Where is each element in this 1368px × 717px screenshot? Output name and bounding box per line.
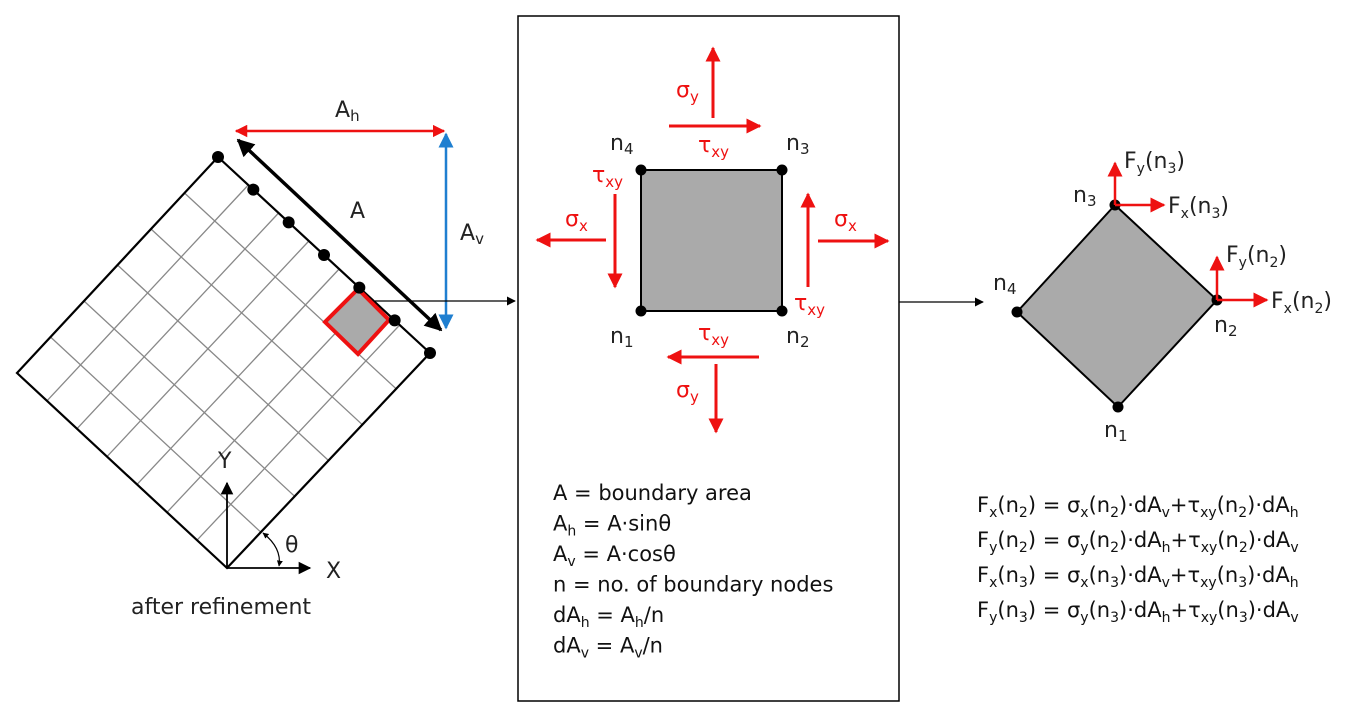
tau-right-label: τxy — [794, 291, 825, 319]
rot-node-n4 — [1011, 306, 1023, 318]
theta-angle-arc — [262, 532, 283, 567]
force-label-fx-n2: Fx​(n2​) — [1271, 289, 1332, 317]
mesh-grid-line — [136, 268, 340, 485]
rot-node-label-n2: n2 — [1214, 313, 1238, 340]
node-n4 — [635, 164, 647, 176]
boundary-node — [318, 249, 330, 261]
node-label-n3: n3 — [786, 131, 810, 158]
highlighted-element — [322, 286, 392, 357]
rot-node-n1 — [1112, 401, 1124, 413]
definition-line: A = boundary area — [553, 481, 752, 505]
mesh-grid-line — [196, 324, 401, 541]
tau-top-label: τxy — [698, 133, 729, 161]
label-Ah: Ah — [335, 98, 360, 125]
tau-bottom-label: τxy — [698, 321, 729, 349]
force-equation: Fx​(n3​) = σx​(n3​)·dAv​+τxy​(n3​)·dAh​ — [977, 563, 1299, 591]
rot-node-label-n1: n1 — [1104, 418, 1128, 445]
mesh-grid-line — [106, 240, 310, 458]
sigma-y-bottom-label: σy — [676, 378, 699, 406]
force-equation: Fy​(n2​) = σy​(n2​)·dAh​+τxy​(n2​)·dAv​ — [977, 528, 1299, 556]
node-label-n2: n2 — [786, 324, 810, 351]
mesh-grid-line — [50, 336, 262, 533]
sigma-x-left-label: σx — [565, 207, 588, 235]
boundary-node — [388, 314, 401, 327]
mesh-grid-line — [46, 184, 249, 402]
force-label-fy-n3: Fy​(n3​) — [1124, 149, 1185, 177]
node-label-n4: n4 — [610, 131, 634, 158]
sigma-y-top-label: σy — [676, 78, 699, 106]
definition-line: Av​ = A·cosθ — [553, 542, 676, 570]
force-label-fy-n2: Fy​(n2​) — [1226, 243, 1287, 271]
x-axis-label: X — [326, 559, 341, 584]
rot-node-label-n3: n3 — [1073, 183, 1097, 210]
mesh-grid-line — [117, 264, 329, 461]
nodal-force-labels: Fy​(n3​) Fx​(n3​) Fy​(n2​) Fx​(n2​) — [1124, 149, 1332, 317]
label-Av: Av — [460, 221, 484, 248]
definition-line: dAh​ = Ah​/n — [553, 603, 664, 631]
sigma-x-right-label: σx — [834, 207, 857, 235]
node-n1 — [635, 305, 647, 317]
boundary-node — [353, 281, 366, 294]
definition-line: Ah​ = A·sinθ — [553, 512, 671, 540]
mesh-grid-line — [76, 212, 280, 430]
label-A: A — [350, 199, 365, 224]
boundary-node — [212, 151, 224, 163]
boundary-length-arrow-A — [236, 138, 443, 332]
theta-label: θ — [285, 533, 298, 558]
definition-line: dAv​ = Av​/n — [553, 634, 663, 662]
left-panel-caption: after refinement — [131, 595, 311, 620]
node-n3 — [776, 164, 788, 176]
boundary-node — [282, 216, 295, 229]
definition-line: n = no. of boundary nodes — [553, 573, 833, 597]
stress-element — [640, 169, 783, 312]
tau-left-label: τxy — [592, 163, 623, 191]
force-equation: Fx​(n2​) = σx​(n2​)·dAv​+τxy​(n2​)·dAh​ — [977, 493, 1299, 521]
nodal-force-equations: Fx​(n2​) = σx​(n2​)·dAv​+τxy​(n2​)·dAh​ F… — [977, 493, 1299, 626]
stress-element-panel — [517, 15, 900, 702]
mesh-grid-lines — [46, 184, 401, 541]
rotated-element — [1015, 203, 1219, 409]
force-equation: Fy​(n3​) = σy​(n3​)·dAh​+τxy​(n3​)·dAv​ — [977, 598, 1299, 626]
boundary-node — [424, 347, 436, 359]
force-label-fx-n3: Fx​(n3​) — [1168, 194, 1229, 222]
y-axis-label: Y — [217, 449, 232, 474]
rot-node-label-n4: n4 — [993, 271, 1017, 298]
boundary-node — [247, 183, 260, 196]
node-n2 — [776, 305, 788, 317]
node-label-n1: n1 — [610, 324, 634, 351]
mesh-grid-line — [83, 300, 296, 497]
